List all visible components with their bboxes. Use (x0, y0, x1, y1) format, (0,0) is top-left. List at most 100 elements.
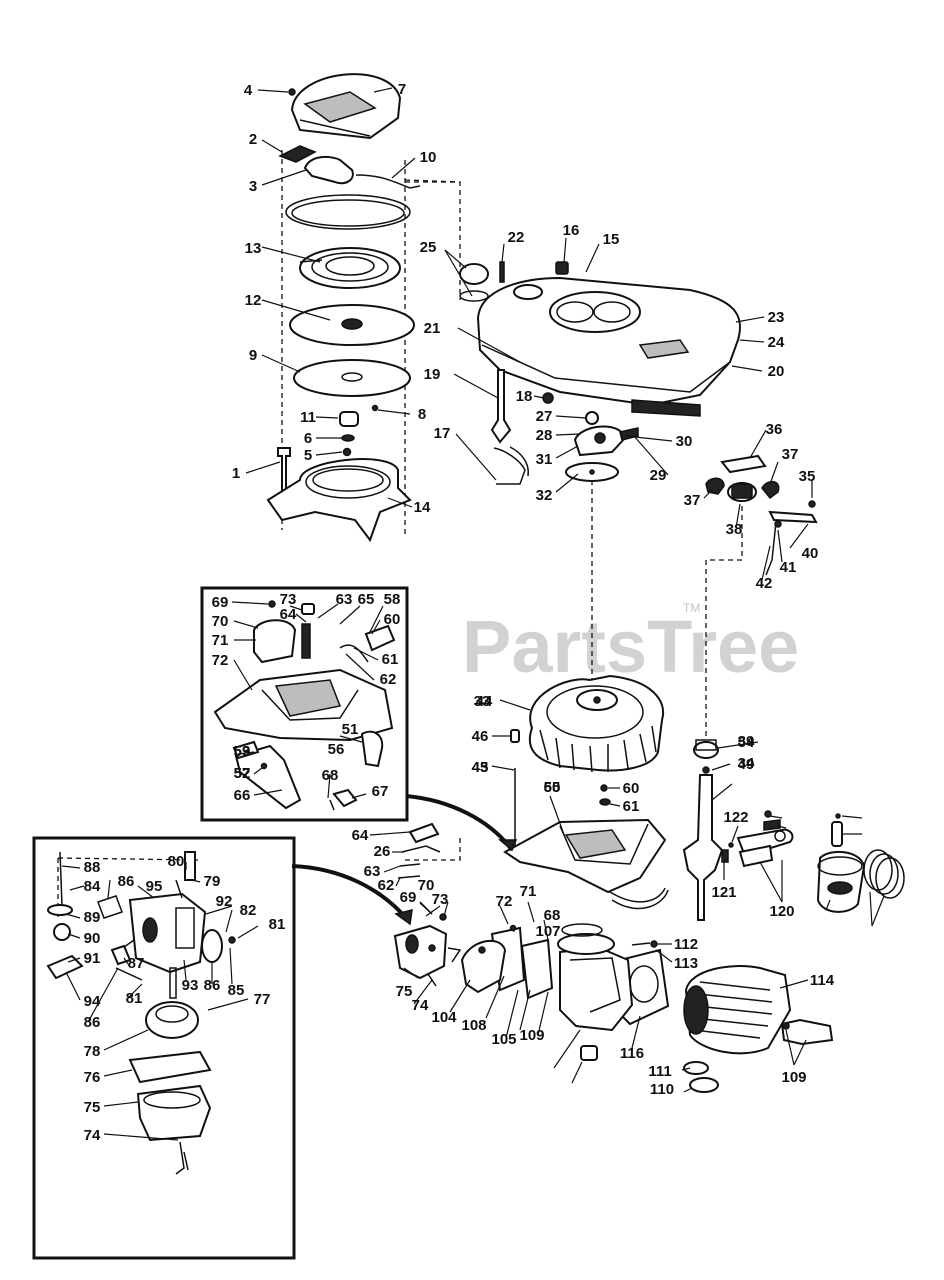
callout: 57 (234, 765, 251, 782)
callout: 91 (84, 950, 101, 967)
callout: 32 (536, 487, 553, 504)
drain-plug (580, 1045, 598, 1061)
leader-lines (61, 87, 885, 1141)
callout: 67 (372, 783, 389, 800)
transfer-tube (631, 942, 651, 946)
main-jet (175, 879, 183, 899)
callout: 33 (474, 693, 491, 710)
callout: 92 (216, 893, 233, 910)
mount-bolt (277, 447, 291, 493)
callout: 81 (269, 916, 286, 933)
ignition-coil (253, 619, 297, 664)
callout: 86 (84, 1014, 101, 1031)
ignition-inset (200, 586, 409, 822)
callout: 29 (650, 467, 667, 484)
callout: 56 (328, 741, 345, 758)
ground-wire (329, 799, 335, 811)
fuel-fitting (184, 851, 196, 881)
callout: 64 (352, 827, 369, 844)
callout: 18 (516, 388, 533, 405)
callout: 31 (536, 451, 553, 468)
pin-retainer (835, 813, 841, 819)
callout: 63 (364, 863, 381, 880)
rewind-spring (299, 247, 401, 289)
kill-switch (360, 730, 384, 768)
callout: 37 (782, 446, 799, 463)
callout: 104 (431, 1009, 457, 1026)
tank-mount-bolt (542, 392, 554, 404)
callout: 61 (382, 651, 399, 668)
callout: 111 (648, 1063, 671, 1080)
piston-ring-3 (875, 857, 905, 899)
lever-screw (808, 500, 816, 508)
hub-washer (341, 434, 355, 442)
callout: 86 (204, 977, 221, 994)
callout: 40 (802, 545, 819, 562)
gasket-small (97, 895, 123, 919)
callout: 87 (128, 955, 145, 972)
rod-bolt-plate (763, 819, 781, 831)
callout: 122 (723, 809, 748, 826)
float (145, 1001, 199, 1039)
cover-screw (288, 88, 296, 96)
exhaust-gasket (689, 1077, 719, 1093)
callout: 75 (396, 983, 413, 1000)
callout: 54 (738, 734, 755, 751)
callout: 94 (84, 993, 101, 1010)
callout: 27 (536, 408, 553, 425)
callout: 17 (434, 425, 451, 442)
linkage-clip (397, 875, 421, 879)
callout: 109 (781, 1069, 806, 1086)
callout: 49 (738, 756, 755, 773)
needle-washer (53, 923, 71, 941)
callout: 62 (380, 671, 397, 688)
callout: 79 (204, 873, 221, 890)
callout: 58 (384, 591, 401, 608)
cylinder-assembly (460, 923, 834, 1093)
callout: 38 (726, 521, 743, 538)
callout: 73 (280, 591, 297, 608)
callout: 85 (228, 982, 245, 999)
callout: 24 (768, 334, 785, 351)
callout: 113 (674, 955, 698, 972)
callout: 112 (674, 936, 698, 953)
reed-valve (460, 940, 507, 994)
callout: 69 (400, 889, 417, 906)
callout: 59 (234, 743, 251, 760)
callout: 1 (232, 465, 240, 482)
callout: 108 (461, 1017, 486, 1034)
callout: 2 (249, 131, 257, 148)
callout: 6 (304, 430, 312, 447)
callout: 52 (234, 765, 251, 782)
hub-screw (342, 447, 352, 457)
crankshaft-assembly (682, 739, 905, 921)
fuel-inlet-tube (115, 967, 143, 981)
callout: 68 (322, 767, 339, 784)
bowl-gasket (128, 1050, 212, 1084)
callout: 20 (768, 363, 785, 380)
idle-needle (59, 851, 63, 907)
needle-spring (47, 904, 73, 916)
callout: 65 (358, 591, 375, 608)
callout: 43 (472, 759, 489, 776)
callout: 72 (496, 893, 513, 910)
fuel-cap (459, 263, 489, 285)
callout: 21 (424, 320, 441, 337)
exhaust-seal (683, 1061, 709, 1075)
callout: 76 (84, 1069, 101, 1086)
callout: 107 (535, 923, 560, 940)
ground-terminal (332, 788, 358, 808)
callout: 11 (300, 409, 316, 426)
condenser (364, 624, 396, 652)
callout: 78 (84, 1043, 101, 1060)
float-cover-gasket (201, 929, 223, 963)
callout: 50 (544, 779, 561, 796)
fuel-tank-assembly (405, 181, 742, 680)
callout: 9 (249, 347, 257, 364)
callout: 71 (212, 632, 229, 649)
callout: 65 (544, 779, 561, 796)
callout: 16 (563, 222, 580, 239)
starter-housing (266, 458, 412, 543)
callout: 28 (536, 427, 553, 444)
throttle-lever (447, 947, 462, 963)
